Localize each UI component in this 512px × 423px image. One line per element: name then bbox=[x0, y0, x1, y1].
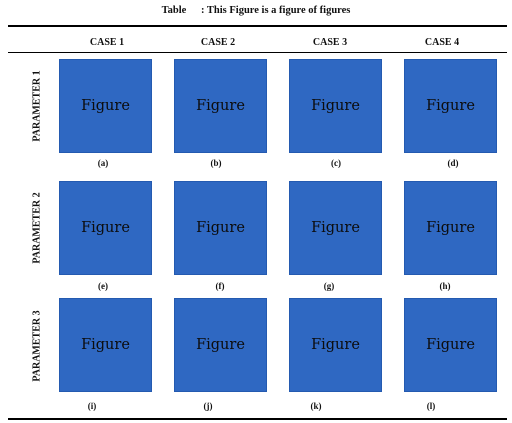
figure-l: Figure bbox=[404, 298, 497, 392]
column-header-case-2: CASE 2 bbox=[200, 37, 236, 48]
caption-label: Table bbox=[161, 5, 187, 16]
table-caption: Table : This Figure is a figure of figur… bbox=[0, 5, 512, 16]
figure-g-label: Figure bbox=[311, 220, 360, 236]
figure-i: Figure bbox=[59, 298, 152, 392]
figure-d: Figure bbox=[404, 59, 497, 153]
column-header-case-4: CASE 4 bbox=[424, 37, 460, 48]
subcaption-c: (c) bbox=[331, 158, 341, 168]
figure-f-label: Figure bbox=[196, 220, 245, 236]
figure-k-label: Figure bbox=[311, 337, 360, 353]
subcaption-e: (e) bbox=[98, 281, 108, 291]
row-header-parameter-1: PARAMETER 1 bbox=[31, 70, 43, 142]
figure-c-label: Figure bbox=[311, 98, 360, 114]
figure-i-label: Figure bbox=[81, 337, 130, 353]
figure-l-label: Figure bbox=[426, 337, 475, 353]
header-rule bbox=[8, 52, 507, 53]
row-header-parameter-3: PARAMETER 3 bbox=[31, 310, 43, 382]
figure-d-label: Figure bbox=[426, 98, 475, 114]
row-header-parameter-2: PARAMETER 2 bbox=[31, 192, 43, 264]
figure-a: Figure bbox=[59, 59, 152, 153]
figure-f: Figure bbox=[174, 181, 267, 275]
figure-h-label: Figure bbox=[426, 220, 475, 236]
figure-h: Figure bbox=[404, 181, 497, 275]
figure-e: Figure bbox=[59, 181, 152, 275]
subcaption-d: (d) bbox=[447, 158, 459, 168]
figure-c: Figure bbox=[289, 59, 382, 153]
figure-b: Figure bbox=[174, 59, 267, 153]
subcaption-b: (b) bbox=[210, 158, 222, 168]
bottom-rule bbox=[8, 418, 507, 420]
figure-e-label: Figure bbox=[81, 220, 130, 236]
figure-g: Figure bbox=[289, 181, 382, 275]
figure-j: Figure bbox=[174, 298, 267, 392]
subcaption-h: (h) bbox=[439, 281, 451, 291]
subcaption-k: (k) bbox=[310, 401, 322, 411]
subcaption-a: (a) bbox=[97, 158, 109, 168]
subcaption-i: (i) bbox=[87, 401, 97, 411]
subcaption-j: (j) bbox=[203, 401, 213, 411]
figure-k: Figure bbox=[289, 298, 382, 392]
column-header-case-3: CASE 3 bbox=[312, 37, 348, 48]
figure-j-label: Figure bbox=[196, 337, 245, 353]
figure-b-label: Figure bbox=[196, 98, 245, 114]
caption-text: : This Figure is a figure of figures bbox=[200, 5, 351, 16]
top-rule bbox=[8, 25, 507, 27]
column-header-case-1: CASE 1 bbox=[89, 37, 125, 48]
figure-a-label: Figure bbox=[81, 98, 130, 114]
subcaption-l: (l) bbox=[426, 401, 436, 411]
subcaption-f: (f) bbox=[215, 281, 225, 291]
subcaption-g: (g) bbox=[323, 281, 335, 291]
